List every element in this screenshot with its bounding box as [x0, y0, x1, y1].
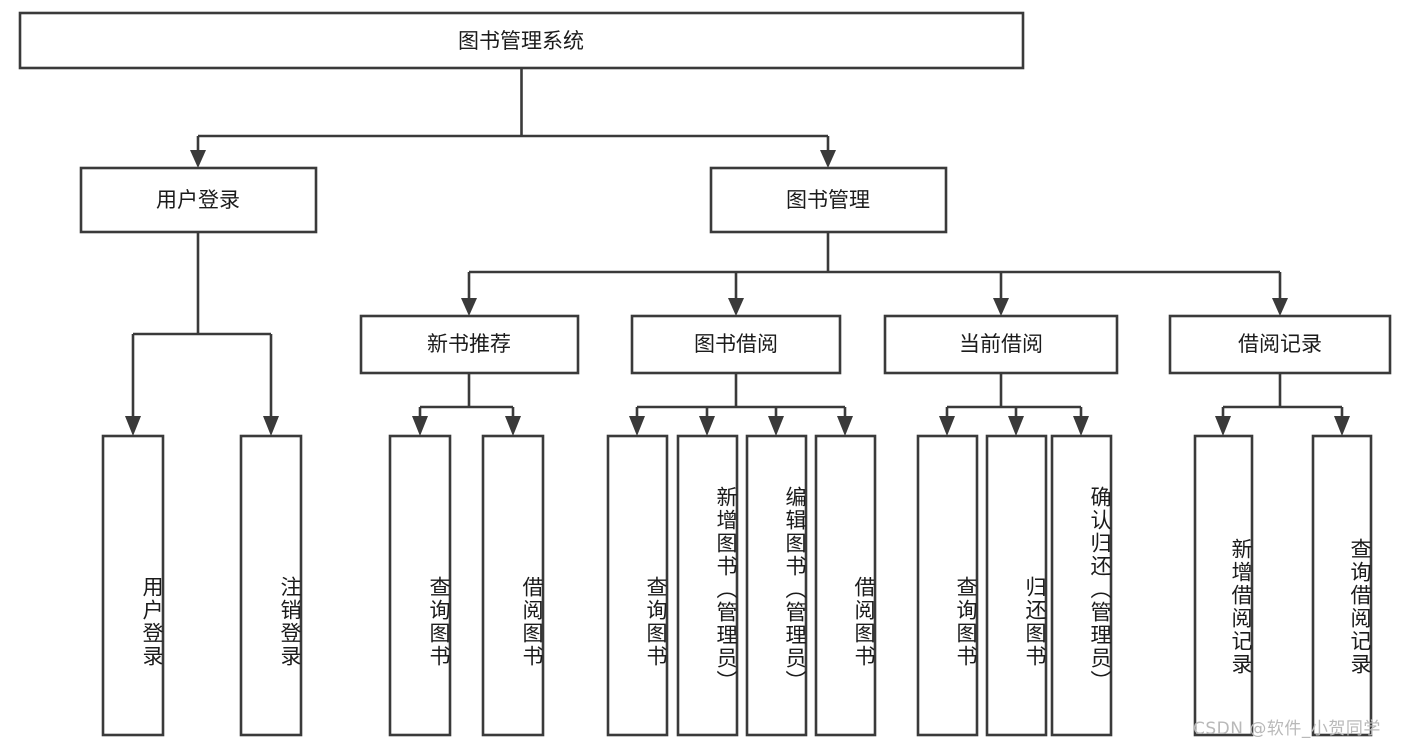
arrow-new-book-recommend: [461, 298, 477, 316]
arrow-leaf-edit-book: [768, 416, 784, 436]
arrow-book-management: [820, 150, 836, 168]
leaf-box-edit-book[interactable]: [745, 434, 808, 737]
leaf-box-query-book-1[interactable]: [388, 434, 452, 737]
arrow-leaf-query-book-2: [629, 416, 645, 436]
node-borrow-record[interactable]: 借阅记录: [1168, 314, 1392, 375]
new-book-recommend-label: 新书推荐: [427, 332, 511, 356]
new-book-recommend-box[interactable]: [359, 314, 580, 375]
book-borrow-label: 图书借阅: [694, 332, 778, 356]
leaf-box-confirm-return[interactable]: [1050, 434, 1113, 737]
node-new-book-recommend[interactable]: 新书推荐: [359, 314, 580, 375]
watermark-text: CSDN @软件_小贺同学: [1193, 719, 1381, 739]
node-book-borrow[interactable]: 图书借阅: [630, 314, 842, 375]
arrow-leaf-return-book: [1008, 416, 1024, 436]
book-management-box[interactable]: [709, 166, 948, 234]
arrow-leaf-add-book: [699, 416, 715, 436]
leaf-box-user-login[interactable]: [101, 434, 165, 737]
borrow-record-label: 借阅记录: [1238, 332, 1322, 356]
leaf-box-query-book-2[interactable]: [606, 434, 669, 737]
node-user-login[interactable]: 用户登录: [79, 166, 318, 234]
arrow-leaf-confirm-return: [1073, 416, 1089, 436]
arrow-leaf-query-book-1: [412, 416, 428, 436]
leaf-box-query-book-3[interactable]: [916, 434, 979, 737]
arrow-leaf-query-book-3: [939, 416, 955, 436]
user-login-label: 用户登录: [156, 188, 240, 212]
arrow-leaf-add-record: [1215, 416, 1231, 436]
leaf-box-borrow-book-1[interactable]: [481, 434, 545, 737]
root-label: 图书管理系统: [458, 29, 584, 53]
user-login-box[interactable]: [79, 166, 318, 234]
arrow-leaf-borrow-book-1: [505, 416, 521, 436]
arrow-borrow-record: [1272, 298, 1288, 316]
root-box[interactable]: [18, 11, 1025, 70]
arrow-leaf-borrow-book-2: [837, 416, 853, 436]
node-current-borrow[interactable]: 当前借阅: [883, 314, 1119, 375]
book-management-label: 图书管理: [786, 188, 870, 212]
borrow-record-box[interactable]: [1168, 314, 1392, 375]
connector-layer: [125, 68, 1350, 436]
arrow-book-borrow: [728, 298, 744, 316]
leaf-box-layer: [101, 434, 1373, 737]
arrow-leaf-query-record: [1334, 416, 1350, 436]
arrow-leaf-user-login: [125, 416, 141, 436]
node-book-management[interactable]: 图书管理: [709, 166, 948, 234]
current-borrow-label: 当前借阅: [959, 332, 1043, 356]
arrow-current-borrow: [993, 298, 1009, 316]
book-borrow-box[interactable]: [630, 314, 842, 375]
leaf-box-return-book[interactable]: [985, 434, 1048, 737]
node-root[interactable]: 图书管理系统: [18, 11, 1025, 70]
leaf-box-borrow-book-2[interactable]: [814, 434, 877, 737]
leaf-box-add-book[interactable]: [676, 434, 739, 737]
arrow-user-login: [190, 150, 206, 168]
leaf-box-user-logout[interactable]: [239, 434, 303, 737]
leaf-box-add-record[interactable]: [1193, 434, 1254, 737]
leaf-box-query-record[interactable]: [1311, 434, 1373, 737]
current-borrow-box[interactable]: [883, 314, 1119, 375]
arrow-leaf-user-logout: [263, 416, 279, 436]
